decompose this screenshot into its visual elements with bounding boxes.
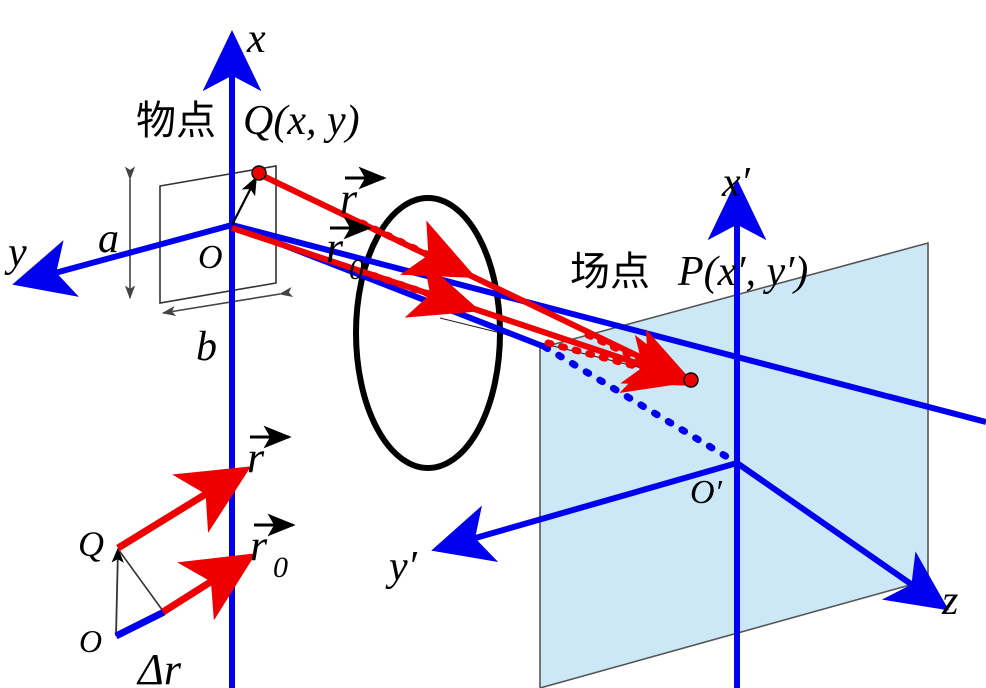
- ray-r-dotted-on-plane: [544, 334, 695, 394]
- field-point-math-label: P(x′, y′): [677, 249, 808, 295]
- dimension-b-arrow: [161, 286, 294, 317]
- vector-r0-label-subscript: 0: [349, 253, 364, 286]
- origin-O-label: O: [198, 239, 223, 276]
- vector-r0-label-base: r: [326, 223, 344, 272]
- axis-x-label: x: [246, 16, 266, 62]
- axis-z-label: z: [941, 578, 958, 624]
- inset-segment-OQ: [111, 547, 124, 637]
- vector-r-label-group: r: [340, 166, 387, 223]
- ray-r0-dotted-on-plane: [584, 328, 697, 387]
- object-point-Q-marker: [251, 165, 267, 181]
- axis-z-dotted-segment: [541, 343, 741, 467]
- object-plane-aperture: [159, 165, 277, 304]
- inset-delta-r-label: Δr: [136, 645, 182, 688]
- inset-vector-r0-label-group: r 0: [250, 513, 296, 584]
- object-point-cjk-label: 物点: [136, 98, 216, 144]
- dimension-b-label: b: [196, 324, 217, 370]
- vector-r-label: r: [340, 174, 358, 223]
- axis-y-label: y: [4, 230, 27, 276]
- dimension-a-label: a: [98, 216, 119, 262]
- vector-r0-label-group: r 0: [326, 216, 372, 286]
- inset-vector-r-label-group: r: [247, 425, 292, 482]
- origin-O-prime-label: O′: [690, 474, 723, 511]
- field-point-P-marker: [683, 372, 699, 388]
- axis-y: [12, 222, 233, 297]
- ray-r-dotted-in-aperture: [358, 219, 477, 279]
- axis-z: [735, 460, 949, 611]
- inset-vector-r: [116, 466, 251, 551]
- axis-y-prime: [431, 460, 738, 563]
- axis-y-prime-label: y′: [385, 544, 418, 590]
- inset-point-O-label: O: [79, 623, 102, 659]
- inset-vector-r0: [161, 553, 256, 621]
- inset-vector-r0-label-subscript: 0: [273, 551, 288, 584]
- axis-helper-upper: [231, 222, 986, 425]
- inset-vector-r0-label-base: r: [250, 521, 268, 570]
- inset-segment-Q-to-dr: [117, 548, 164, 612]
- inset-point-Q-label: Q: [78, 524, 104, 564]
- field-point-cjk-label: 场点: [570, 249, 650, 295]
- vector-OQ-arrow: [231, 176, 257, 226]
- inset-vector-r-label: r: [247, 433, 265, 482]
- object-point-math-label: Q(x, y): [243, 98, 360, 144]
- axis-x-prime-label: x′: [721, 160, 751, 206]
- lens-aperture-ellipse: [353, 195, 503, 471]
- inset-delta-r-segment: [114, 608, 166, 640]
- ray-r0-dotted-in-aperture: [356, 260, 481, 318]
